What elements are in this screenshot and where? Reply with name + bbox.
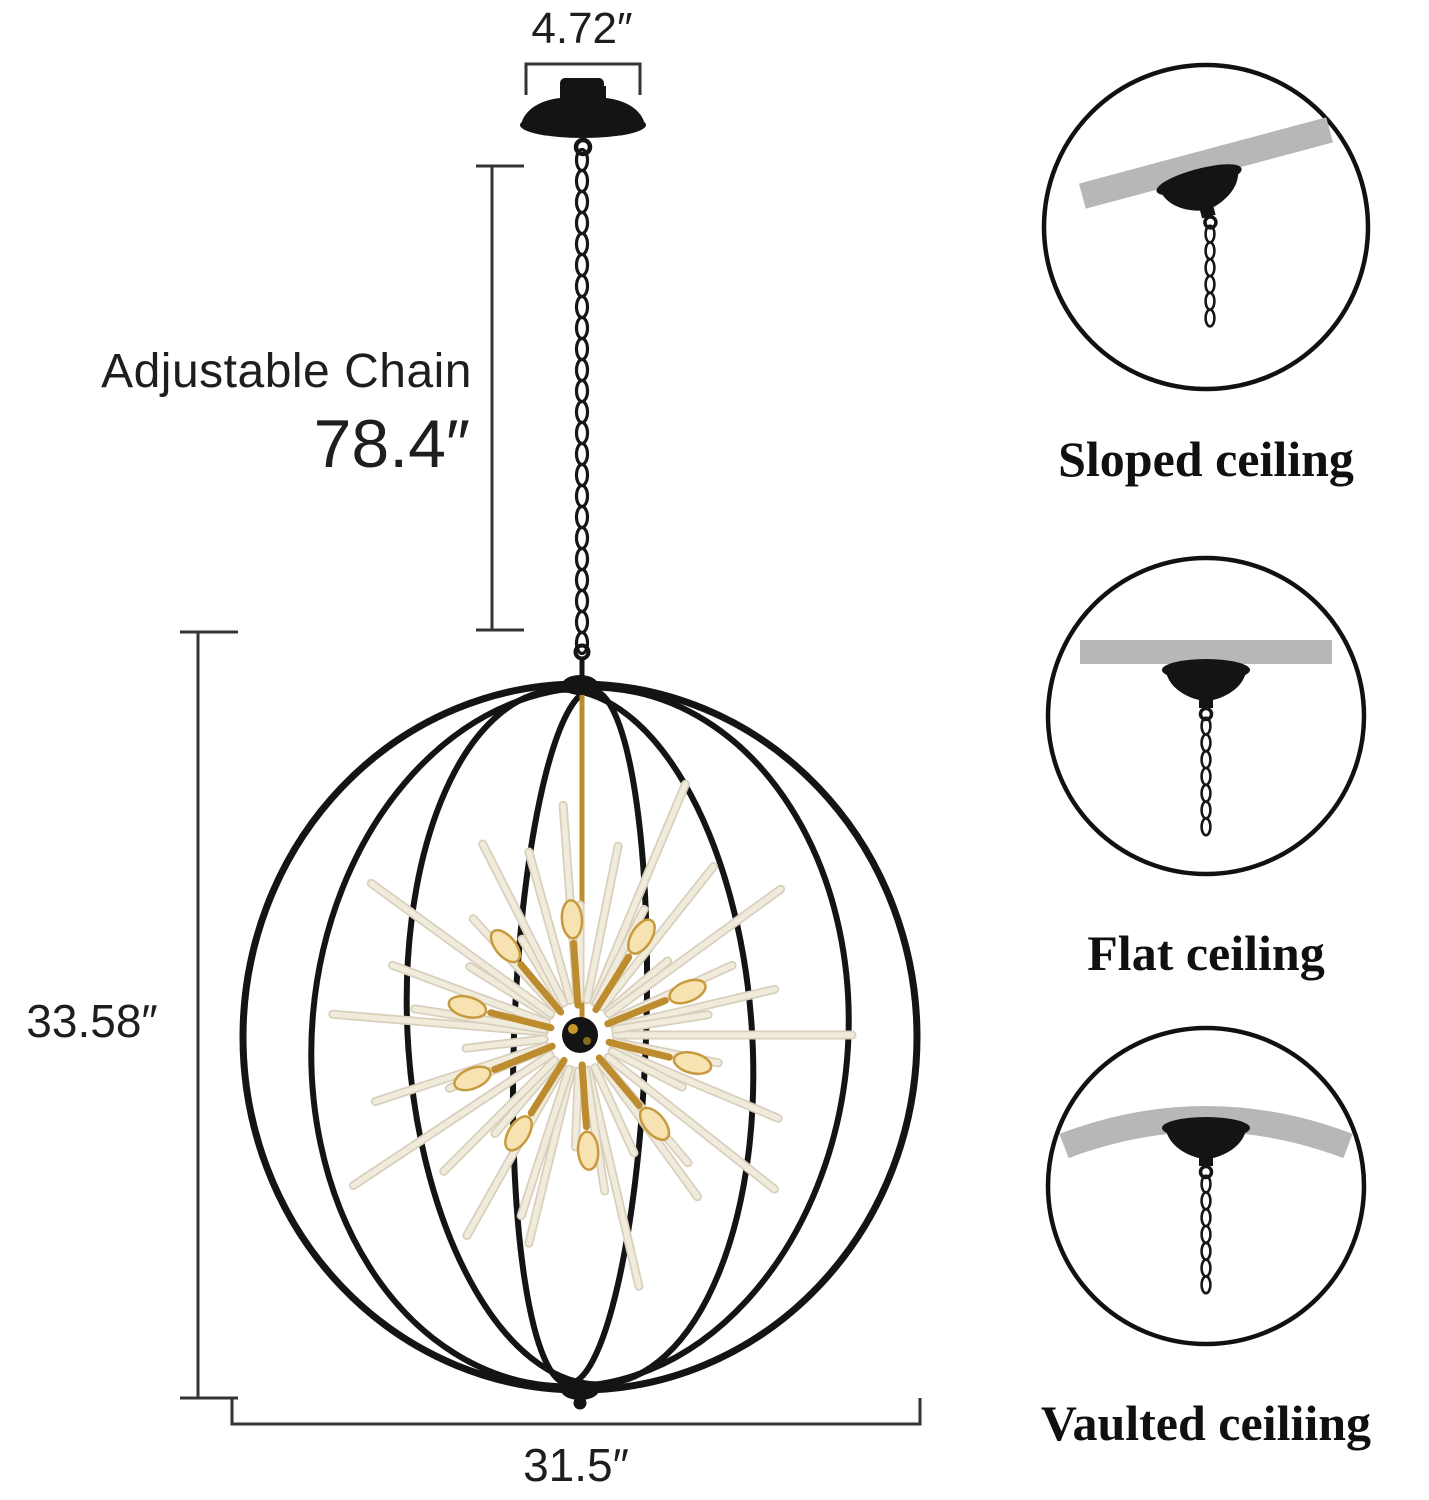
orb-width-label: 31.5″ xyxy=(523,1439,629,1491)
sloped-ceiling-mount-icon xyxy=(1041,62,1371,392)
sloped-ceiling-label: Sloped ceiling xyxy=(1058,431,1354,487)
chain-length-dimension-line xyxy=(476,164,524,632)
canopy-width-label: 4.72″ xyxy=(531,4,633,53)
flat-ceiling-mount-icon xyxy=(1045,555,1367,877)
width-dimension-line xyxy=(230,1398,922,1426)
chain-length-label-block: Adjustable Chain 78.4″ xyxy=(30,344,472,483)
vaulted-ceiling-mount-icon xyxy=(1045,1025,1367,1347)
hanging-chain xyxy=(574,147,590,656)
orb-height-label: 33.58″ xyxy=(26,995,158,1047)
chain-length-value: 78.4″ xyxy=(313,406,470,482)
sputnik-center-hub xyxy=(562,1017,598,1053)
vaulted-ceiling-label: Vaulted ceiliing xyxy=(1040,1395,1372,1451)
ceiling-canopy xyxy=(520,78,646,157)
flat-ceiling-label: Flat ceiling xyxy=(1087,925,1325,981)
canopy-width-bracket xyxy=(524,62,642,95)
adjustable-chain-label: Adjustable Chain xyxy=(101,345,472,398)
orb-hubs xyxy=(561,675,599,1410)
sputnik-bulbs xyxy=(447,899,713,1171)
height-dimension-line xyxy=(180,630,238,1400)
sputnik-glass-rods xyxy=(328,779,857,1291)
